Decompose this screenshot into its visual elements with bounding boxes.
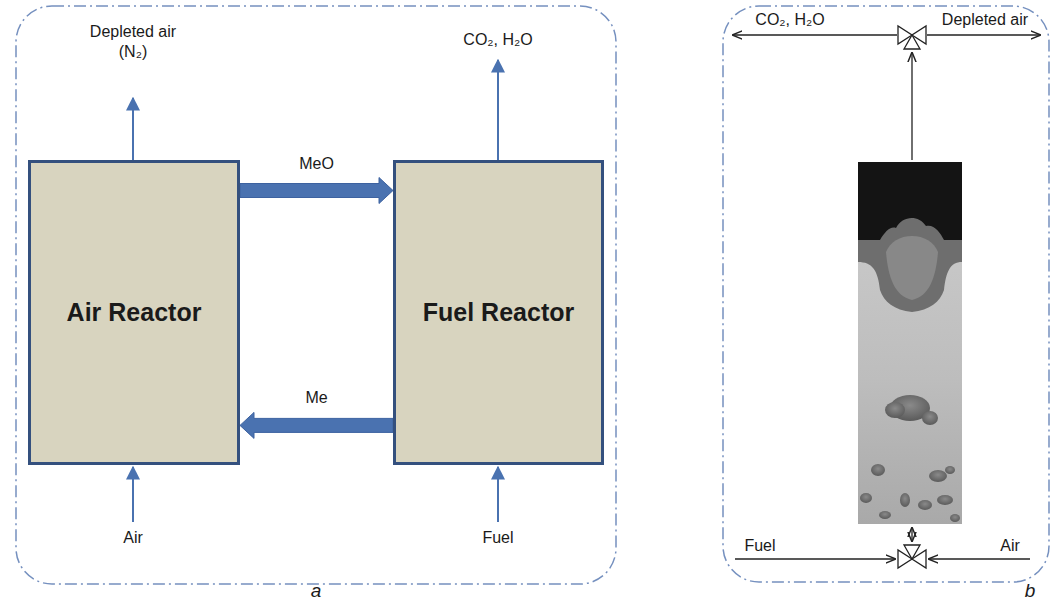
- panel-letter: b: [1015, 579, 1045, 603]
- stream-label: Depleted air (N₂): [78, 22, 188, 62]
- gas-arrow: [497, 60, 499, 160]
- reactor-name: Fuel Reactor: [423, 298, 574, 327]
- panel-border: [723, 6, 1049, 582]
- stream-label: MeO: [296, 155, 337, 173]
- gas-arrow: [132, 98, 134, 160]
- gas-arrow: [497, 467, 499, 522]
- stream-label: CO₂, H₂O: [438, 30, 558, 50]
- stream-label: Air: [985, 536, 1035, 556]
- three-way-valve: [898, 545, 926, 568]
- three-way-valve: [898, 26, 926, 49]
- stream-label: Air: [103, 528, 163, 548]
- pipe: [927, 34, 1040, 35]
- reactor-box: Fuel Reactor: [393, 160, 604, 465]
- reactor-name: Air Reactor: [67, 298, 202, 327]
- reactor-column: [858, 162, 962, 524]
- pipe: [911, 528, 912, 541]
- flow-arrow: [240, 178, 393, 204]
- gas-arrow: [132, 467, 134, 522]
- pipe: [733, 34, 897, 35]
- reactor-box: Air Reactor: [28, 160, 240, 465]
- pipe: [911, 53, 912, 160]
- pipe: [735, 558, 895, 559]
- stream-label: Me: [302, 389, 330, 407]
- panel-letter: a: [301, 579, 331, 603]
- flow-arrow: [240, 412, 393, 438]
- stream-label: Fuel: [468, 528, 528, 548]
- pipe: [929, 558, 1030, 559]
- panel-border: [16, 6, 616, 584]
- stream-label: Depleted air: [930, 10, 1040, 30]
- stream-label: CO₂, H₂O: [740, 10, 840, 30]
- stream-label: Fuel: [730, 536, 790, 556]
